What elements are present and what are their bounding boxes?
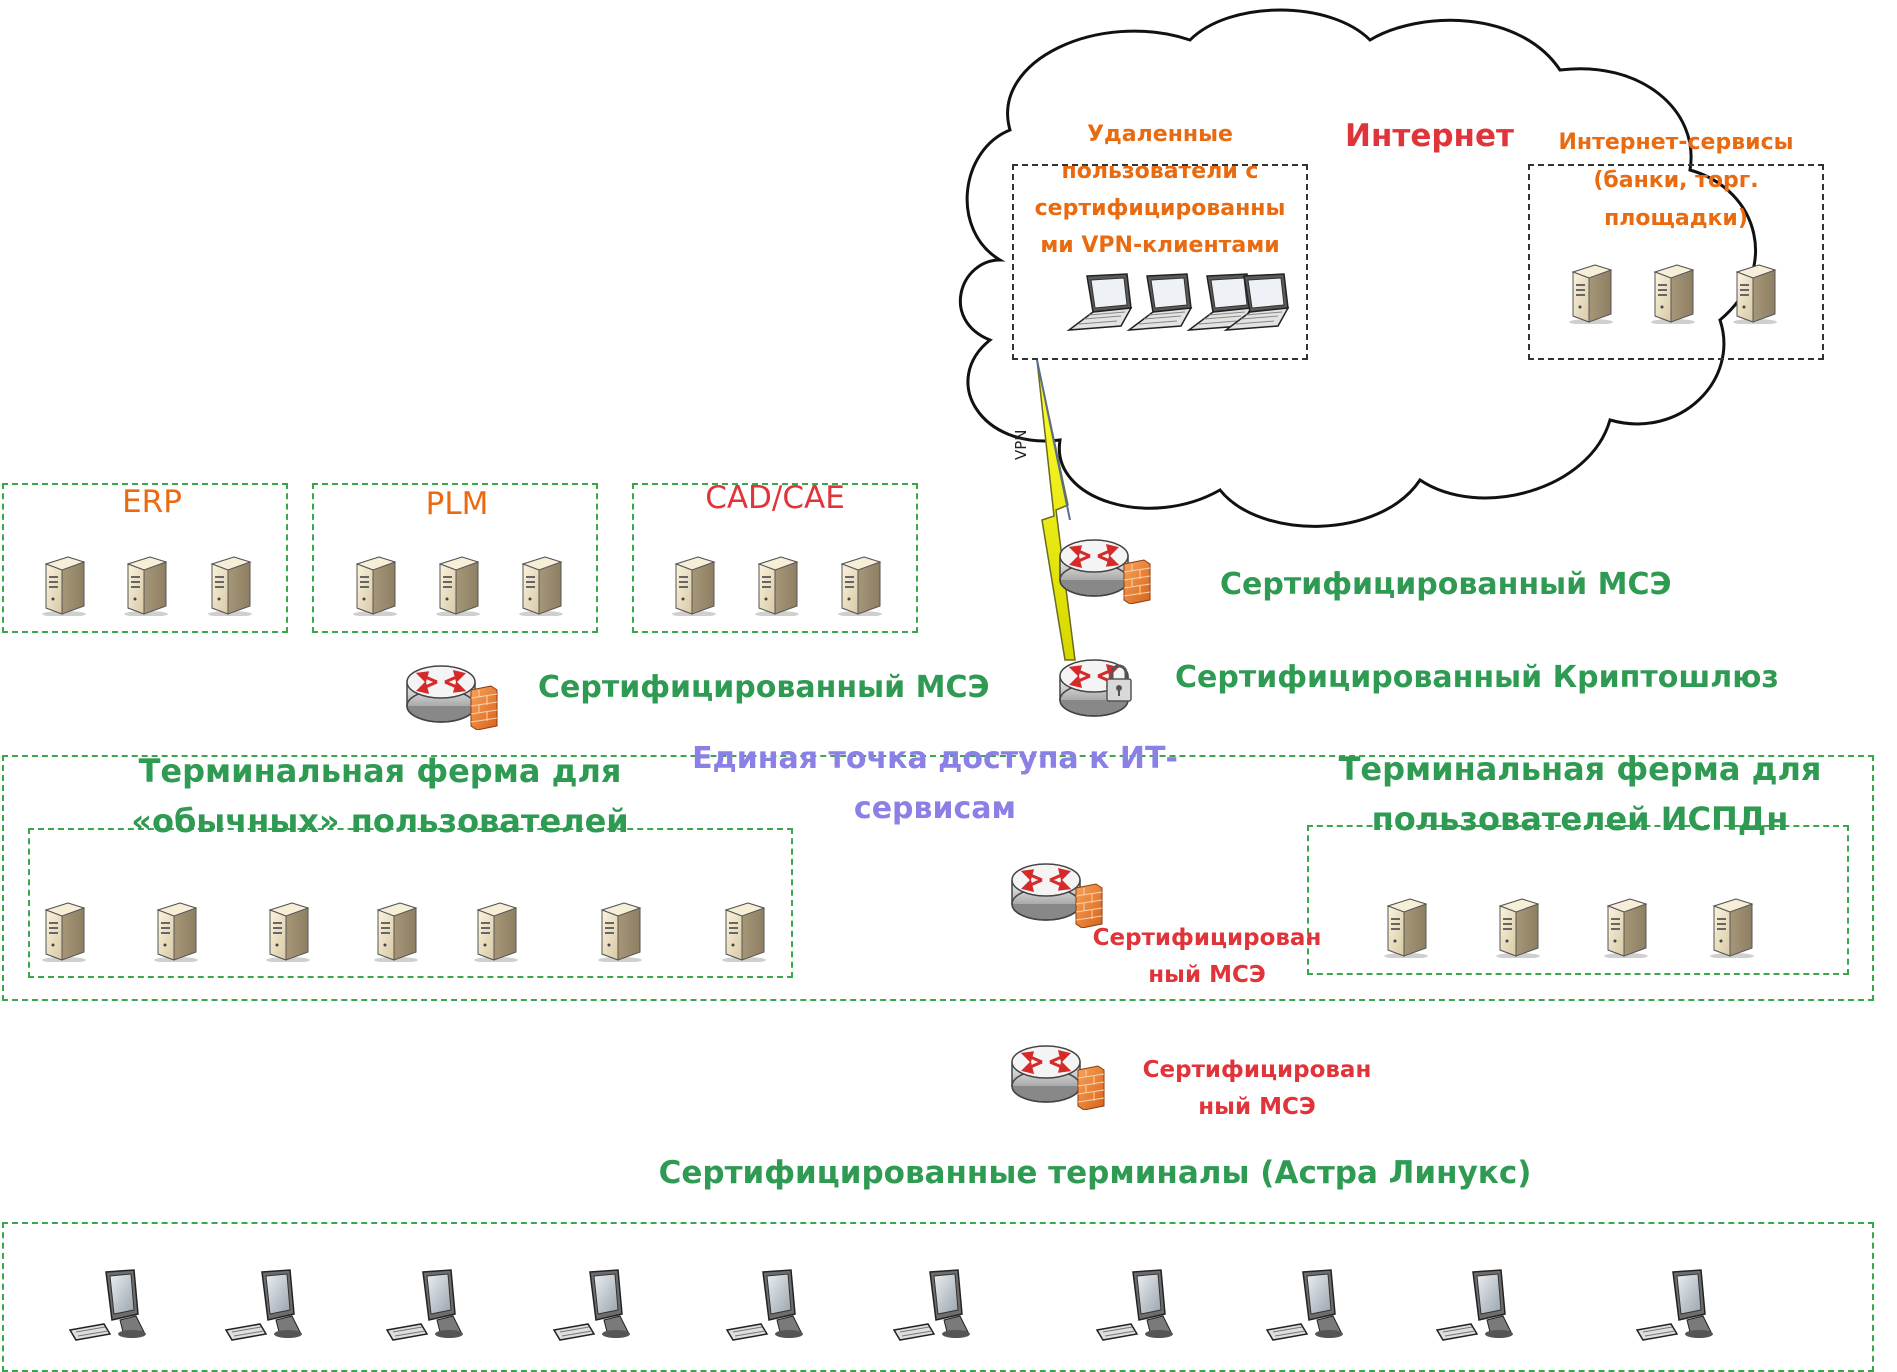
erp-label: ERP xyxy=(122,484,182,520)
server-icon xyxy=(38,554,88,616)
server-icon xyxy=(1380,896,1430,958)
server-icon xyxy=(1492,896,1542,958)
farm-ispdn-label: Терминальная ферма для пользователей ИСП… xyxy=(1338,750,1822,838)
workstation-icon xyxy=(1095,1268,1185,1348)
plm-label: PLM xyxy=(425,486,489,522)
cad-group xyxy=(632,483,918,633)
server-icon xyxy=(432,554,482,616)
vpn-label: VPN xyxy=(1012,429,1030,460)
workstation-icon xyxy=(224,1268,314,1348)
firewall-low-label: Сертифицирован ный МСЭ xyxy=(1142,1057,1372,1120)
erp-group xyxy=(2,483,288,633)
firewall-mid-label: Сертифицирован ный МСЭ xyxy=(1092,925,1322,988)
workstation-icon xyxy=(1635,1268,1725,1348)
server-icon xyxy=(515,554,565,616)
internet-cloud xyxy=(959,8,1757,528)
workstation-icon xyxy=(1265,1268,1355,1348)
farm-regular-label: Терминальная ферма для «обычных» пользов… xyxy=(131,752,629,840)
internet-services-group xyxy=(1528,164,1824,360)
farm-regular-group xyxy=(28,828,793,978)
internet-services-label: Интернет-сервисы (банки, торг. площадки) xyxy=(1558,130,1794,231)
terminal-farms-container xyxy=(2,755,1874,1001)
server-icon xyxy=(150,900,200,962)
workstation-icon xyxy=(68,1268,158,1348)
plm-group xyxy=(312,483,598,633)
firewall-icon xyxy=(1122,558,1152,604)
server-icon xyxy=(1600,896,1650,958)
firewall-top-label: Сертифицированный МСЭ xyxy=(1220,567,1672,602)
server-icon xyxy=(718,900,768,962)
workstation-icon xyxy=(892,1268,982,1348)
server-icon xyxy=(370,900,420,962)
crypto-gateway-label: Сертифицированный Криптошлюз xyxy=(1175,660,1779,695)
remote-users-group xyxy=(1012,164,1308,360)
server-icon xyxy=(1729,262,1779,324)
internet-title: Интернет xyxy=(1345,118,1514,154)
server-icon xyxy=(38,900,88,962)
farm-ispdn-group xyxy=(1307,825,1849,975)
firewall-left-label: Сертифицированный МСЭ xyxy=(538,670,990,705)
server-icon xyxy=(262,900,312,962)
server-icon xyxy=(594,900,644,962)
server-icon xyxy=(1565,262,1615,324)
lightning-vpn-icon xyxy=(1036,359,1076,661)
access-point-label: Единая точка доступа к ИТ- сервисам xyxy=(692,741,1178,826)
server-icon xyxy=(120,554,170,616)
server-icon xyxy=(834,554,884,616)
server-icon xyxy=(349,554,399,616)
server-icon xyxy=(204,554,254,616)
terminals-title: Сертифицированные терминалы (Астра Линук… xyxy=(658,1155,1532,1191)
remote-users-label: Удаленные пользователи с сертифицированн… xyxy=(1034,122,1286,258)
firewall-icon xyxy=(1076,1064,1106,1110)
workstation-icon xyxy=(1435,1268,1525,1348)
terminals-group xyxy=(2,1222,1874,1372)
server-icon xyxy=(1706,896,1756,958)
server-icon xyxy=(1647,262,1697,324)
lock-icon xyxy=(1104,664,1134,704)
workstation-icon xyxy=(725,1268,815,1348)
server-icon xyxy=(751,554,801,616)
laptop-icon xyxy=(1222,272,1302,332)
firewall-icon xyxy=(469,684,499,730)
server-icon xyxy=(470,900,520,962)
workstation-icon xyxy=(552,1268,642,1348)
workstation-icon xyxy=(385,1268,475,1348)
server-icon xyxy=(668,554,718,616)
cad-label: CAD/CAE xyxy=(705,480,845,516)
